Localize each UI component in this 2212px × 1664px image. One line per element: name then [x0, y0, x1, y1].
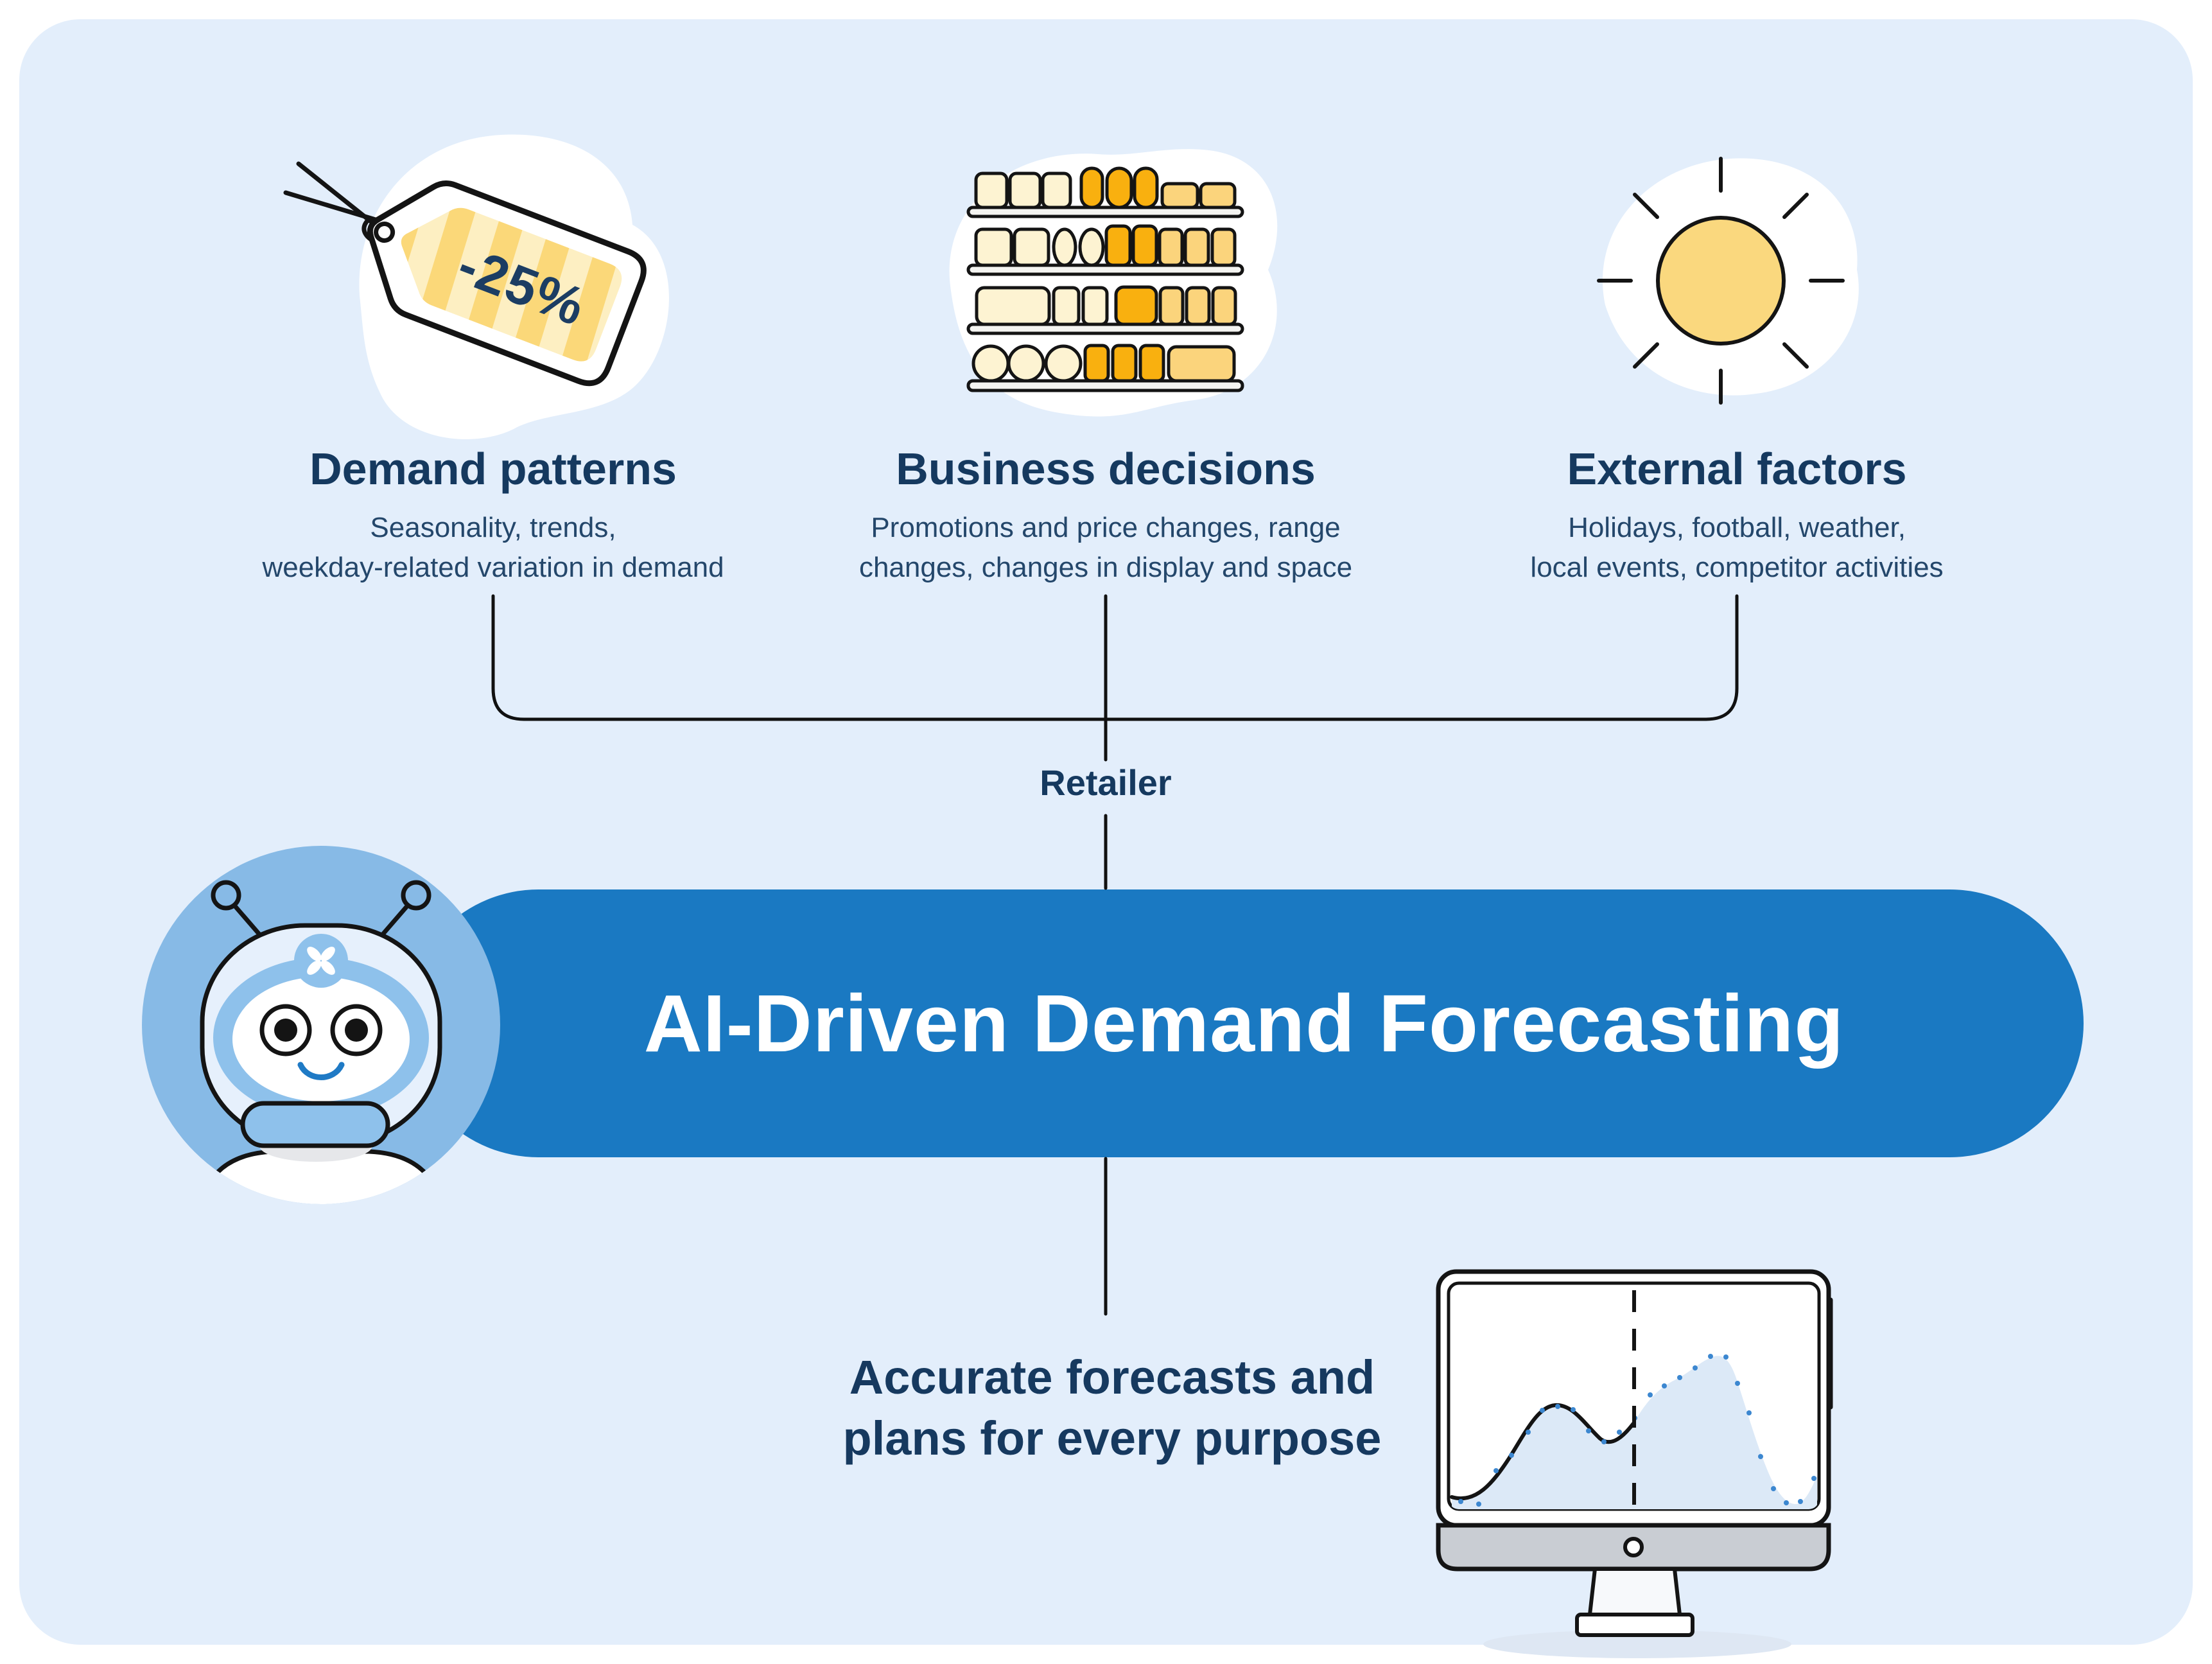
- robot-face: [232, 977, 410, 1101]
- sun-icon: [1597, 157, 1859, 405]
- section-title: Business decisions: [896, 444, 1316, 494]
- robot-mascot-icon: [142, 846, 500, 1204]
- shelf-items: [966, 166, 1244, 392]
- sun-rays: [1597, 157, 1845, 405]
- robot-antennae: [211, 880, 431, 937]
- forecast-monitor-icon: [1436, 1269, 1833, 1658]
- robot-eyes: [259, 1004, 383, 1056]
- robot-emblem: [294, 934, 348, 988]
- monitor-camera-dot: [1623, 1537, 1644, 1557]
- price-tag: -25%: [367, 180, 647, 387]
- forecast-chart: [1450, 1290, 1817, 1509]
- input-section-business-decisions: Business decisions Promotions and price …: [810, 444, 1401, 588]
- forecast-dots: [1458, 1354, 1816, 1507]
- section-title: Demand patterns: [309, 444, 677, 494]
- price-tag-icon: -25%: [283, 134, 669, 439]
- monitor-base: [1575, 1613, 1694, 1637]
- section-subtitle: Holidays, football, weather, local event…: [1530, 512, 1944, 584]
- section-subtitle: Promotions and price changes, range chan…: [858, 512, 1353, 584]
- output-label: Accurate forecasts and plans for every p…: [842, 1351, 1382, 1465]
- section-title: External factors: [1567, 444, 1907, 494]
- robot-smile: [297, 1062, 345, 1080]
- input-section-external-factors: External factors Holidays, football, wea…: [1441, 444, 2032, 588]
- monitor-shadow: [1483, 1630, 1791, 1658]
- store-shelf-icon: [949, 149, 1278, 417]
- retailer-label: Retailer: [1040, 762, 1172, 803]
- monitor-stand: [1588, 1567, 1682, 1616]
- input-section-demand-patterns: Demand patterns Seasonality, trends, wee…: [198, 444, 788, 588]
- section-subtitle: Seasonality, trends, weekday-related var…: [262, 512, 724, 584]
- robot-neck: [240, 1101, 390, 1148]
- banner: AI-Driven Demand Forecasting: [405, 889, 2084, 1157]
- banner-title: AI-Driven Demand Forecasting: [643, 978, 1845, 1069]
